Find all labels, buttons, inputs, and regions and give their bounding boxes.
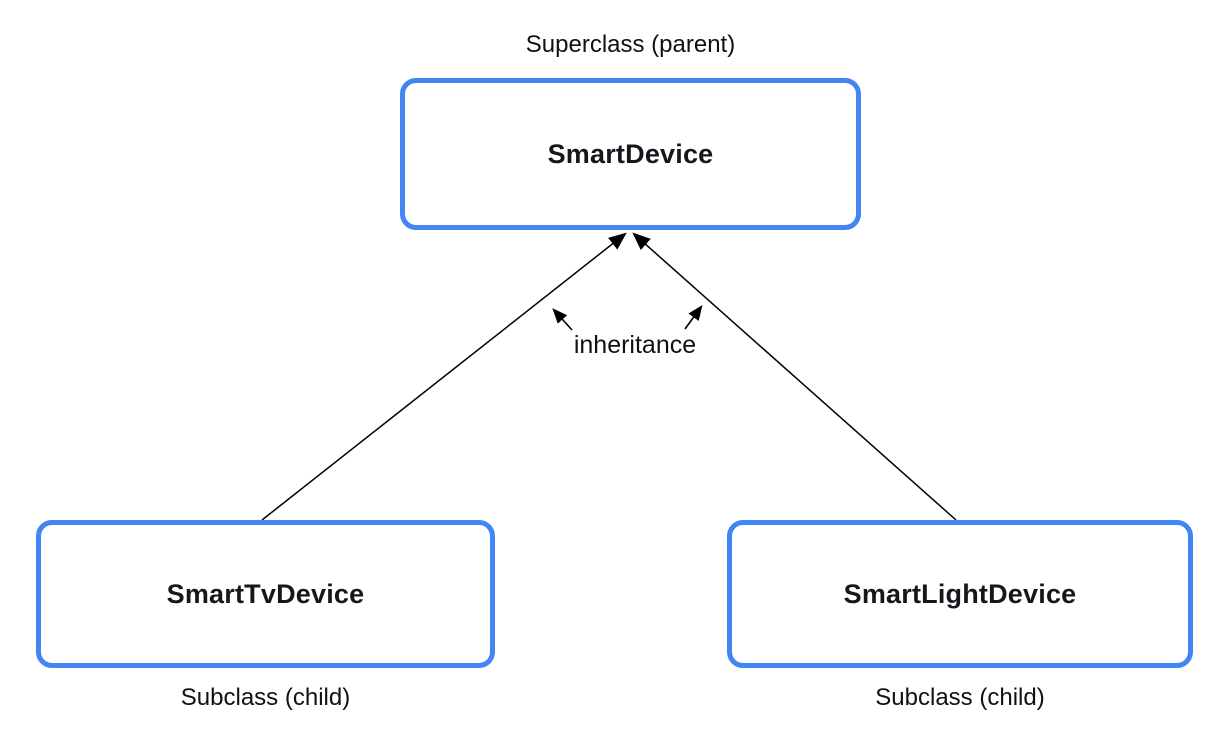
superclass-caption: Superclass (parent)	[525, 31, 736, 58]
subclass-left-caption: Subclass (child)	[180, 684, 351, 711]
inheritance-arrow-left	[261, 232, 627, 521]
subclass-box-smartlightdevice: SmartLightDevice	[727, 520, 1193, 668]
subclass-box-smarttvdevice: SmartTvDevice	[36, 520, 495, 668]
label-pointer-arrow-right	[684, 304, 703, 330]
subclass-right-caption: Subclass (child)	[875, 684, 1045, 711]
inheritance-label: inheritance	[573, 331, 697, 359]
superclass-box-label: SmartDevice	[547, 138, 714, 169]
label-pointer-arrow-left	[552, 308, 573, 331]
inheritance-arrow-right	[632, 232, 957, 521]
superclass-box-smartdevice: SmartDevice	[400, 78, 861, 230]
subclass-left-box-label: SmartTvDevice	[166, 578, 365, 609]
subclass-right-box-label: SmartLightDevice	[843, 578, 1077, 609]
